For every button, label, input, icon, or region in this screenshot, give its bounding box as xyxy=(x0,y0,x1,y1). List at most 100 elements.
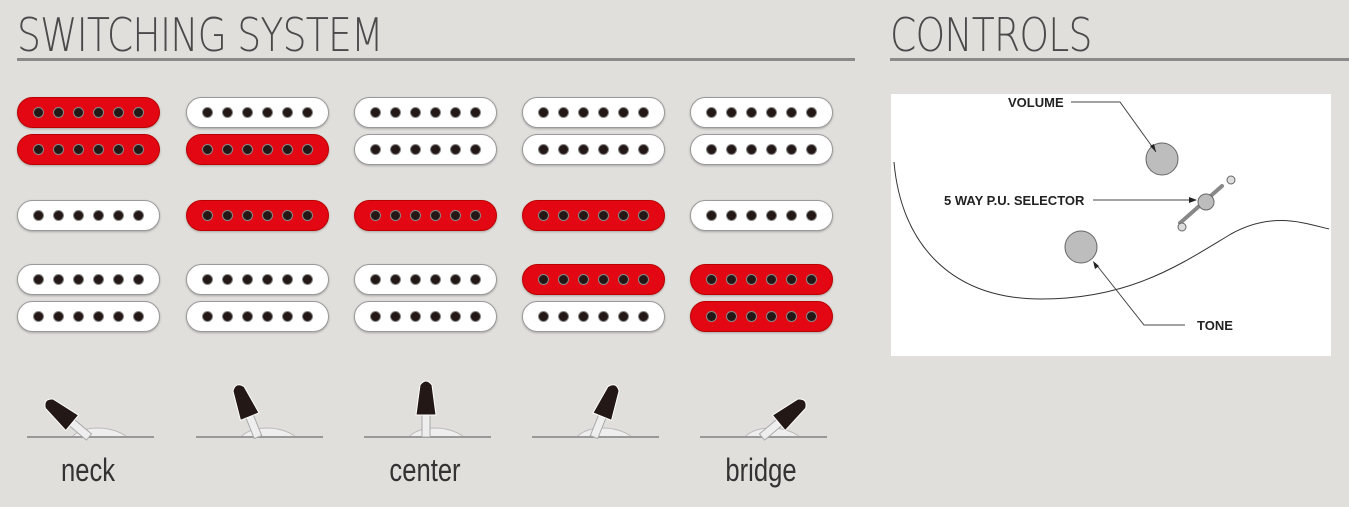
pole-piece xyxy=(726,274,737,285)
pole-piece xyxy=(242,107,253,118)
pickup-bridge-top-pos5 xyxy=(690,264,833,295)
pole-piece xyxy=(470,144,481,155)
pickup-bridge-bottom-pos1 xyxy=(17,301,160,332)
pole-piece xyxy=(746,274,757,285)
pickup-neck-bottom-pos4 xyxy=(522,134,665,165)
pole-piece xyxy=(33,144,44,155)
pole-piece xyxy=(618,274,629,285)
position-label-5: bridge xyxy=(725,452,797,488)
pole-piece xyxy=(113,144,124,155)
pole-piece xyxy=(766,274,777,285)
pole-piece xyxy=(726,107,737,118)
pole-piece xyxy=(638,274,649,285)
pole-piece xyxy=(33,210,44,221)
pole-piece xyxy=(538,144,549,155)
pickup-bridge-top-pos4 xyxy=(522,264,665,295)
pickup-neck-top-pos5 xyxy=(690,97,833,128)
pole-piece xyxy=(726,210,737,221)
pole-piece xyxy=(726,311,737,322)
pole-piece xyxy=(133,274,144,285)
pole-piece xyxy=(618,107,629,118)
pole-piece xyxy=(53,210,64,221)
pole-piece xyxy=(430,274,441,285)
pole-piece xyxy=(746,210,757,221)
pole-piece xyxy=(450,210,461,221)
pole-piece xyxy=(242,210,253,221)
body-outline xyxy=(893,161,1330,300)
pickup-middle-pos2 xyxy=(186,200,329,231)
pole-piece xyxy=(766,210,777,221)
pole-piece xyxy=(578,274,589,285)
pole-piece xyxy=(806,107,817,118)
pole-piece xyxy=(598,144,609,155)
pole-piece xyxy=(133,311,144,322)
pole-piece xyxy=(282,274,293,285)
pickup-bridge-top-pos1 xyxy=(17,264,160,295)
pickup-bridge-bottom-pos5 xyxy=(690,301,833,332)
position-label-1: neck xyxy=(60,452,116,488)
switch-lever-pos4 xyxy=(532,380,662,442)
pole-piece xyxy=(262,274,273,285)
pole-piece xyxy=(242,311,253,322)
pole-piece xyxy=(538,107,549,118)
pole-piece xyxy=(202,210,213,221)
pickup-neck-top-pos2 xyxy=(186,97,329,128)
pole-piece xyxy=(806,311,817,322)
pole-piece xyxy=(746,107,757,118)
pole-piece xyxy=(222,144,233,155)
pole-piece xyxy=(202,107,213,118)
pole-piece xyxy=(470,311,481,322)
pole-piece xyxy=(282,144,293,155)
pole-piece xyxy=(430,107,441,118)
pickup-neck-bottom-pos2 xyxy=(186,134,329,165)
pole-piece xyxy=(558,274,569,285)
pole-piece xyxy=(430,210,441,221)
pole-piece xyxy=(262,210,273,221)
tone-knob xyxy=(1064,230,1098,264)
pole-piece xyxy=(33,274,44,285)
pickup-neck-top-pos3 xyxy=(354,97,497,128)
pole-piece xyxy=(370,144,381,155)
pole-piece xyxy=(33,311,44,322)
pickup-neck-bottom-pos5 xyxy=(690,134,833,165)
pole-piece xyxy=(390,274,401,285)
pole-piece xyxy=(222,311,233,322)
pole-piece xyxy=(538,311,549,322)
pole-piece xyxy=(93,274,104,285)
pole-piece xyxy=(93,210,104,221)
pole-piece xyxy=(706,210,717,221)
pole-piece xyxy=(786,144,797,155)
pole-piece xyxy=(53,274,64,285)
pickup-middle-pos3 xyxy=(354,200,497,231)
pole-piece xyxy=(470,274,481,285)
pole-piece xyxy=(93,144,104,155)
pole-piece xyxy=(282,311,293,322)
pole-piece xyxy=(578,210,589,221)
pole-piece xyxy=(73,107,84,118)
pickup-neck-top-pos4 xyxy=(522,97,665,128)
pole-piece xyxy=(766,144,777,155)
pole-piece xyxy=(706,274,717,285)
pole-piece xyxy=(390,210,401,221)
pole-piece xyxy=(706,144,717,155)
pole-piece xyxy=(638,311,649,322)
pole-piece xyxy=(53,107,64,118)
pickup-neck-top-pos1 xyxy=(17,97,160,128)
pole-piece xyxy=(302,107,313,118)
selector-label: 5 WAY P.U. SELECTOR xyxy=(944,193,1085,208)
pole-piece xyxy=(410,274,421,285)
pickup-bridge-bottom-pos4 xyxy=(522,301,665,332)
pole-piece xyxy=(113,210,124,221)
pole-piece xyxy=(93,311,104,322)
pole-piece xyxy=(262,107,273,118)
pole-piece xyxy=(410,144,421,155)
pole-piece xyxy=(73,144,84,155)
controls-heading: CONTROLS xyxy=(890,8,1092,62)
pole-piece xyxy=(786,210,797,221)
pole-piece xyxy=(282,107,293,118)
pole-piece xyxy=(430,311,441,322)
pole-piece xyxy=(113,311,124,322)
pole-piece xyxy=(262,311,273,322)
pole-piece xyxy=(202,274,213,285)
pole-piece xyxy=(370,311,381,322)
